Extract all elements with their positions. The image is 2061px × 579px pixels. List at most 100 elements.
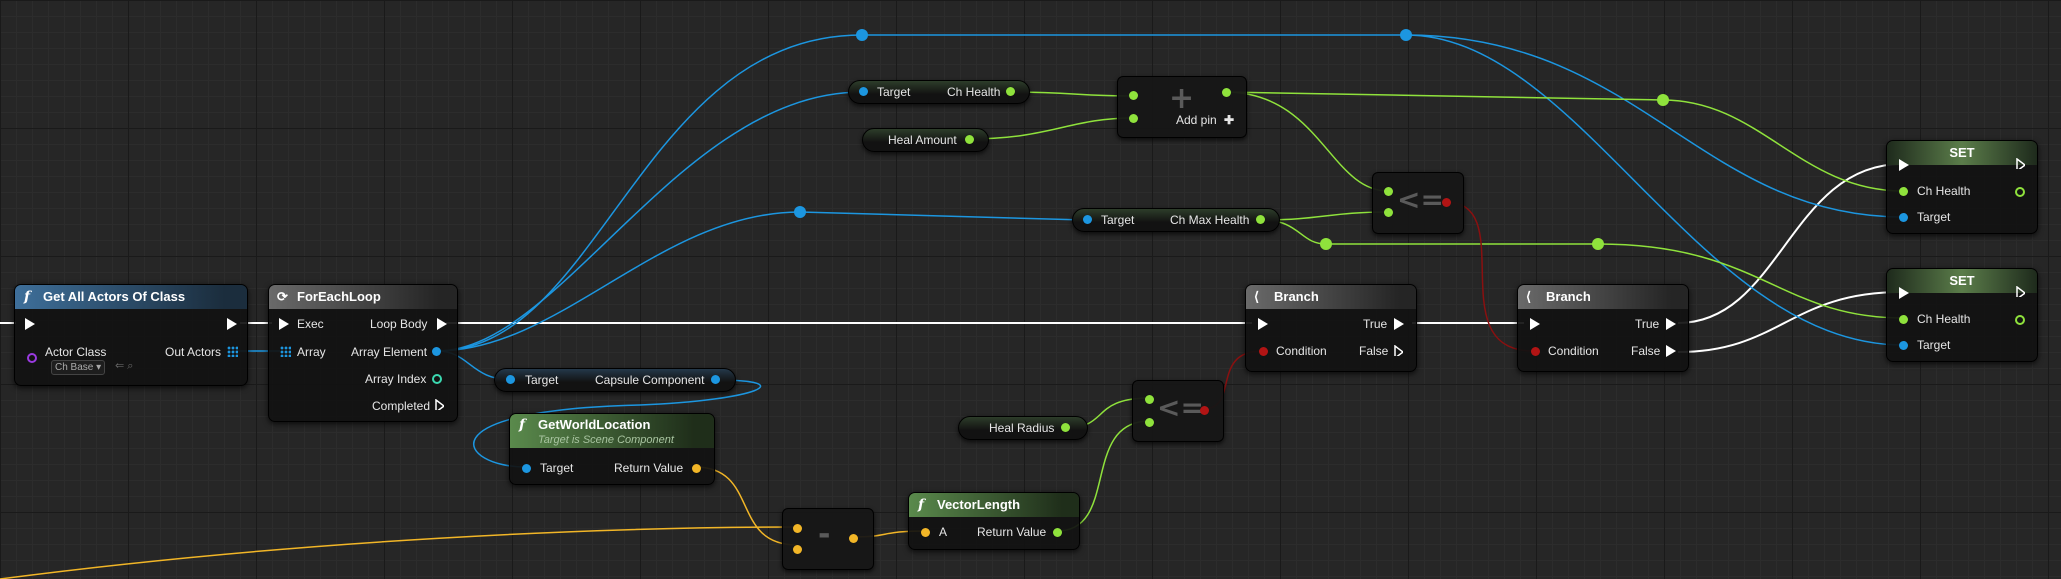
heal-amount-node[interactable]: Heal Amount	[862, 128, 989, 152]
less-equal-node-top[interactable]: <=	[1372, 172, 1464, 234]
loop-body-label: Loop Body	[370, 317, 428, 331]
array-index-pin[interactable]	[432, 374, 442, 384]
return-value-label: Return Value	[614, 461, 684, 475]
get-world-location-node[interactable]: f GetWorldLocation Target is Scene Compo…	[509, 413, 715, 485]
add-input-b-pin[interactable]	[1129, 114, 1138, 123]
true-pin[interactable]	[1666, 318, 1676, 330]
add-output-pin[interactable]	[1222, 88, 1231, 97]
compare-output-pin[interactable]	[1442, 198, 1451, 207]
condition-pin[interactable]	[1259, 347, 1268, 356]
target-pin[interactable]	[1899, 213, 1908, 222]
completed-pin[interactable]	[435, 399, 444, 410]
branch-node-2[interactable]: ⟨ Branch True Condition False	[1517, 284, 1689, 372]
compare-input-b-pin[interactable]	[1145, 418, 1154, 427]
less-equal-node-bottom[interactable]: <=	[1132, 380, 1224, 442]
get-ch-max-health-node[interactable]: Target Ch Max Health	[1072, 208, 1280, 232]
node-header[interactable]: f VectorLength	[909, 493, 1079, 517]
node-title: SET	[1949, 273, 1975, 288]
node-header[interactable]: ⟳ ForEachLoop	[269, 285, 457, 309]
vector-length-node[interactable]: f VectorLength A Return Value	[908, 492, 1080, 550]
exec-out-pin[interactable]	[2016, 286, 2025, 297]
loop-icon: ⟳	[277, 289, 288, 304]
compare-input-a-pin[interactable]	[1145, 395, 1154, 404]
node-header[interactable]: f GetWorldLocation Target is Scene Compo…	[510, 414, 714, 448]
loop-body-pin[interactable]	[437, 318, 447, 330]
set-node-1[interactable]: SET Ch Health Target	[1886, 140, 2038, 234]
subtract-input-b-pin[interactable]	[793, 545, 802, 554]
exec-in-pin[interactable]	[1530, 318, 1540, 330]
exec-in-pin[interactable]	[25, 318, 35, 330]
compare-input-b-pin[interactable]	[1384, 208, 1393, 217]
add-pin-button[interactable]: Add pin ✚	[1176, 113, 1234, 127]
false-label: False	[1359, 344, 1389, 358]
ch-health-out-pin[interactable]	[2015, 187, 2025, 197]
exec-out-pin[interactable]	[2016, 158, 2025, 169]
object-wire	[436, 91, 863, 352]
actor-class-label: Actor Class	[45, 345, 107, 359]
plus-icon: +	[1169, 81, 1195, 116]
subtract-input-a-pin[interactable]	[793, 524, 802, 533]
condition-pin[interactable]	[1531, 347, 1540, 356]
compare-input-a-pin[interactable]	[1384, 187, 1393, 196]
target-pin[interactable]	[1899, 341, 1908, 350]
heal-amount-pin[interactable]	[965, 135, 974, 144]
subtract-output-pin[interactable]	[849, 534, 858, 543]
condition-label: Condition	[1548, 344, 1599, 358]
false-pin[interactable]	[1394, 345, 1403, 356]
set-node-2[interactable]: SET Ch Health Target	[1886, 268, 2038, 362]
capsule-component-node[interactable]: Target Capsule Component	[494, 368, 736, 392]
target-label: Target	[525, 373, 559, 387]
actor-class-pin[interactable]	[27, 353, 37, 363]
array-element-pin[interactable]	[432, 347, 441, 356]
true-pin[interactable]	[1394, 318, 1404, 330]
ch-health-pin[interactable]	[1006, 87, 1015, 96]
target-pin[interactable]	[522, 464, 531, 473]
target-pin[interactable]	[506, 375, 515, 384]
exec-label: Exec	[297, 317, 324, 331]
false-label: False	[1631, 344, 1661, 358]
subtract-node[interactable]: -	[782, 508, 874, 570]
add-node[interactable]: + Add pin ✚	[1117, 76, 1247, 138]
node-header[interactable]: ⟨ Branch	[1246, 285, 1416, 309]
heal-radius-label: Heal Radius	[989, 421, 1055, 435]
branch-node-1[interactable]: ⟨ Branch True Condition False	[1245, 284, 1417, 372]
exec-in-pin[interactable]	[1899, 287, 1909, 299]
ch-health-out-pin[interactable]	[2015, 315, 2025, 325]
exec-in-pin[interactable]	[1258, 318, 1268, 330]
foreach-loop-node[interactable]: ⟳ ForEachLoop Exec Loop Body Array Array…	[268, 284, 458, 422]
array-pin-icon[interactable]	[280, 346, 291, 357]
target-pin[interactable]	[1083, 215, 1092, 224]
node-header[interactable]: ⟨ Branch	[1518, 285, 1688, 309]
node-title: Get All Actors Of Class	[43, 289, 186, 304]
exec-in-pin[interactable]	[279, 318, 289, 330]
return-value-pin[interactable]	[1053, 528, 1062, 537]
ch-health-in-pin[interactable]	[1899, 315, 1908, 324]
actor-class-dropdown[interactable]: Ch Base ▾	[51, 360, 106, 375]
ch-health-in-pin[interactable]	[1899, 187, 1908, 196]
add-input-a-pin[interactable]	[1129, 91, 1138, 100]
node-header[interactable]: f Get All Actors Of Class	[15, 285, 247, 309]
target-pin[interactable]	[859, 87, 868, 96]
node-header[interactable]: SET	[1887, 269, 2037, 293]
get-ch-health-node[interactable]: Target Ch Health	[848, 80, 1030, 104]
exec-out-pin[interactable]	[227, 318, 237, 330]
object-wire	[472, 379, 762, 468]
array-pin-icon[interactable]	[227, 346, 238, 357]
node-title: Branch	[1546, 289, 1591, 304]
heal-radius-node[interactable]: Heal Radius	[958, 416, 1088, 440]
a-pin[interactable]	[921, 528, 930, 537]
heal-radius-pin[interactable]	[1061, 423, 1070, 432]
get-all-actors-node[interactable]: f Get All Actors Of Class Actor Class Ch…	[14, 284, 248, 386]
target-label: Target	[1101, 213, 1135, 227]
branch-icon: ⟨	[1526, 289, 1532, 304]
false-pin[interactable]	[1666, 345, 1676, 357]
exec-wire	[1677, 291, 1903, 353]
exec-in-pin[interactable]	[1899, 159, 1909, 171]
capsule-component-pin[interactable]	[711, 375, 720, 384]
node-header[interactable]: SET	[1887, 141, 2037, 165]
compare-output-pin[interactable]	[1200, 406, 1209, 415]
browse-icons[interactable]: ⇐ ⌕	[115, 360, 134, 372]
ch-max-health-pin[interactable]	[1256, 215, 1265, 224]
return-value-pin[interactable]	[692, 464, 701, 473]
node-subtitle: Target is Scene Component	[538, 434, 674, 446]
